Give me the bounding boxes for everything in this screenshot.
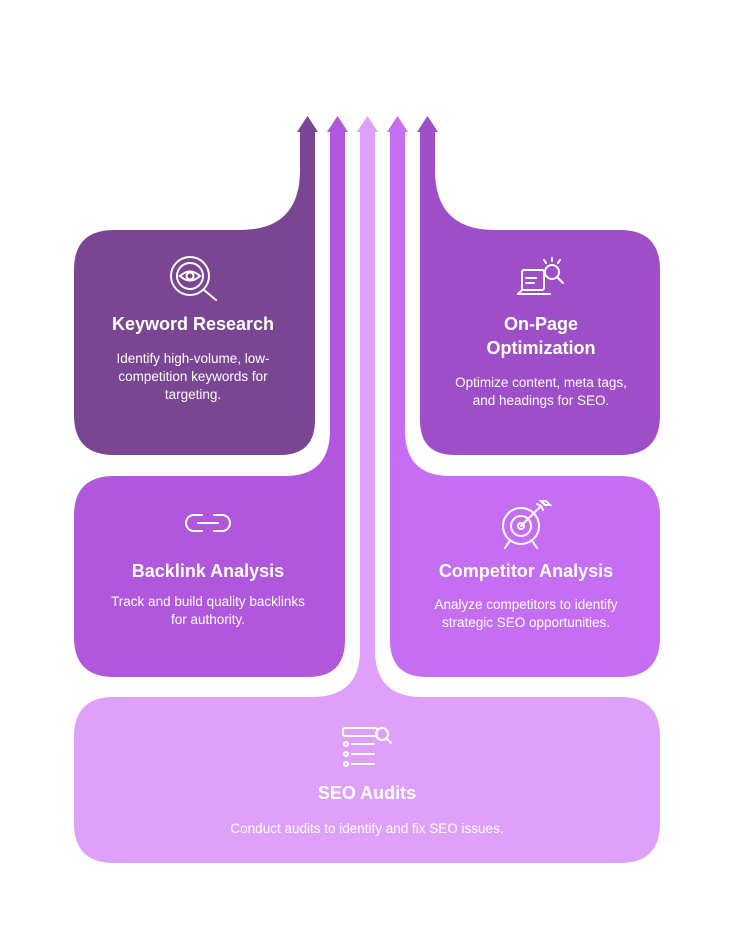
on-page-optimization-shape	[420, 128, 660, 455]
competitor-analysis-description: Analyze competitors to identify strategi…	[434, 597, 618, 630]
on-page-optimization-description: Optimize content, meta tags, and heading…	[455, 375, 627, 408]
arrowhead-onpage	[417, 116, 438, 132]
seo-audits-title: SEO Audits	[317, 783, 417, 803]
eye-magnifier-icon	[168, 254, 220, 302]
competitor-analysis-title: Competitor Analysis	[438, 561, 614, 581]
link-icon	[182, 509, 234, 537]
on-page-optimization-card: On-Page Optimization Optimize content, m…	[452, 312, 630, 410]
seo-audits-shape	[74, 128, 660, 863]
keyword-research-shape	[74, 128, 315, 455]
laptop-search-icon	[514, 254, 568, 302]
backlink-analysis-card: Backlink Analysis Track and build qualit…	[104, 559, 312, 629]
arrowhead-audits	[357, 116, 378, 132]
competitor-analysis-shape	[390, 128, 660, 677]
seo-audits-card: SEO Audits Conduct audits to identify an…	[120, 781, 614, 838]
target-icon	[497, 498, 553, 550]
keyword-research-description: Identify high-volume, low-competition ke…	[116, 351, 270, 402]
arrowhead-backlink	[327, 116, 348, 132]
arrowhead-keyword	[297, 116, 318, 132]
arrowhead-competitor	[387, 116, 408, 132]
backlink-analysis-shape	[74, 128, 345, 677]
seo-audits-description: Conduct audits to identify and fix SEO i…	[230, 821, 504, 836]
on-page-optimization-title: On-Page Optimization	[486, 314, 596, 358]
backlink-analysis-description: Track and build quality backlinks for au…	[111, 594, 305, 627]
keyword-research-title: Keyword Research	[111, 314, 275, 334]
keyword-research-card: Keyword Research Identify high-volume, l…	[94, 312, 292, 404]
competitor-analysis-card: Competitor Analysis Analyze competitors …	[425, 559, 627, 632]
backlink-analysis-title: Backlink Analysis	[131, 561, 285, 581]
checklist-search-icon	[338, 722, 394, 770]
